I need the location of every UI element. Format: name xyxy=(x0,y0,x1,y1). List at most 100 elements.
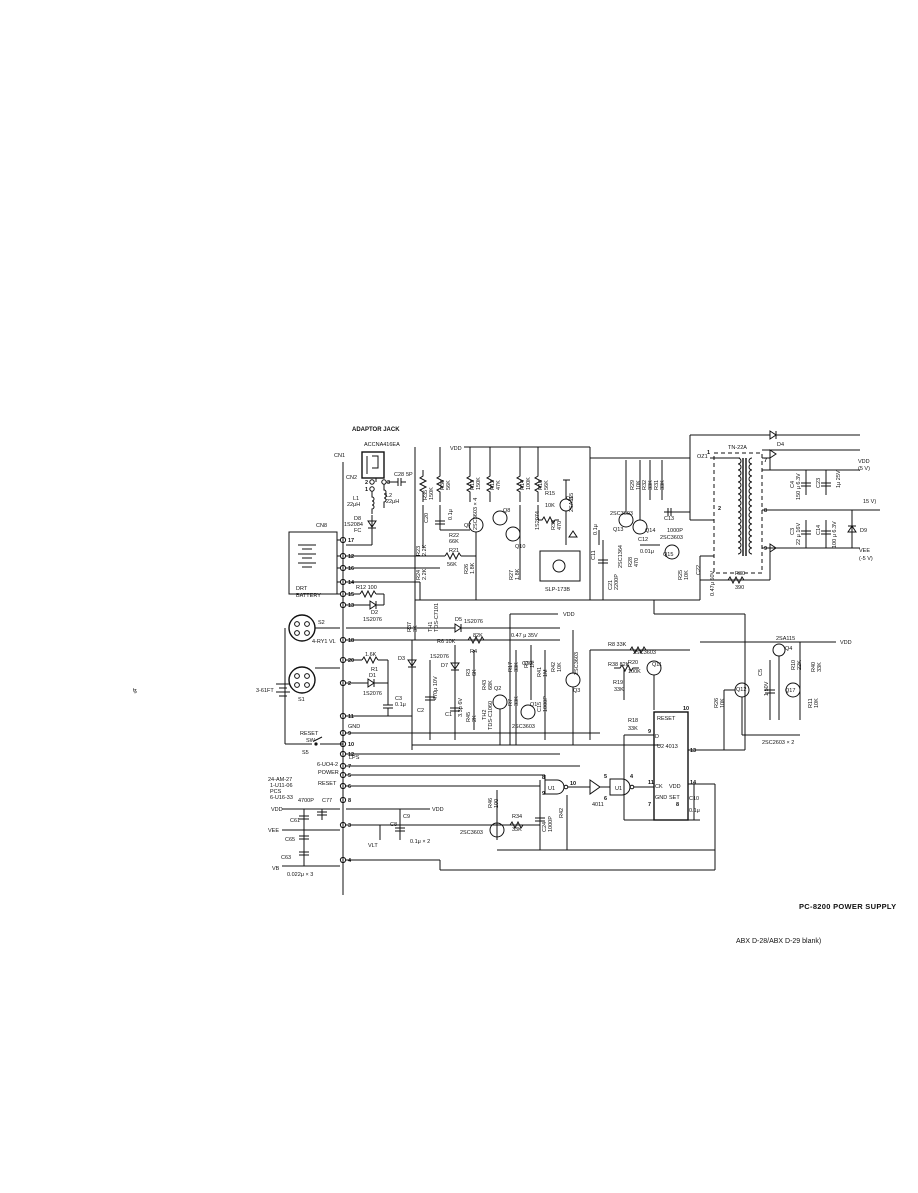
resistor-r12-d2: R12 100 D2 1S2076 xyxy=(346,585,385,623)
svg-text:BATTERY: BATTERY xyxy=(296,593,321,599)
svg-text:Q6: Q6 xyxy=(566,496,573,502)
svg-text:3: 3 xyxy=(387,480,390,486)
svg-text:33K: 33K xyxy=(514,662,520,672)
uo4-label: 6-UO4-2 xyxy=(317,762,338,768)
svg-text:3.3μ 6V: 3.3μ 6V xyxy=(458,698,464,717)
svg-text:C1: C1 xyxy=(445,712,452,718)
svg-text:8: 8 xyxy=(542,775,545,781)
svg-text:R17: R17 xyxy=(508,662,514,672)
cn1-pins: 17 12 16 14 15 13 18 20 2 11 9 10 12 7 5… xyxy=(339,536,355,864)
svg-text:D8: D8 xyxy=(354,516,361,522)
u1-4011: U1 U1 4011 8 9 10 5 6 4 xyxy=(346,753,654,808)
svg-text:D3: D3 xyxy=(398,656,405,662)
capacitor-c28: C28 5P xyxy=(386,472,413,486)
conn4-label: 6-U16-33 xyxy=(270,795,293,801)
svg-text:56K: 56K xyxy=(447,562,457,568)
svg-text:C4: C4 xyxy=(790,481,796,488)
svg-text:R35: R35 xyxy=(423,490,429,500)
svg-text:R12 100: R12 100 xyxy=(356,585,377,591)
svg-text:10K: 10K xyxy=(557,662,563,672)
svg-text:2SC3603: 2SC3603 xyxy=(460,830,483,836)
svg-text:4: 4 xyxy=(348,858,352,864)
r1-d1-c3: 1.6K R1 D1 1S2076 C3 0.1μ xyxy=(346,652,406,717)
svg-text:2SA115: 2SA115 xyxy=(776,636,795,642)
svg-text:22μH: 22μH xyxy=(347,502,360,508)
svg-text:VDD: VDD xyxy=(858,459,870,465)
svg-text:6: 6 xyxy=(604,796,607,802)
c77-value: 4700P xyxy=(298,798,314,804)
svg-text:56K: 56K xyxy=(544,480,550,490)
cn1-label: CN1 xyxy=(334,453,345,459)
svg-text:C5: C5 xyxy=(758,669,764,676)
svg-text:1S2076: 1S2076 xyxy=(363,691,382,697)
svg-text:C30: C30 xyxy=(522,661,532,667)
caps-note: 0.022μ × 3 xyxy=(287,872,313,878)
svg-text:R32: R32 xyxy=(642,480,648,490)
svg-text:22 μ 16V: 22 μ 16V xyxy=(796,523,802,545)
svg-text:RESET: RESET xyxy=(300,731,319,737)
svg-text:2.2K: 2.2K xyxy=(422,568,428,580)
svg-text:9: 9 xyxy=(764,546,767,552)
svg-text:1S2076: 1S2076 xyxy=(464,619,483,625)
svg-text:2: 2 xyxy=(718,506,721,512)
svg-text:VDD: VDD xyxy=(432,807,444,813)
svg-text:R16: R16 xyxy=(538,480,544,490)
conn3-label: PCS xyxy=(270,789,282,795)
reset-label: RESET xyxy=(318,781,337,787)
upper-regulator: R35 150K R36 56K R13 150K R12 47K R14 10… xyxy=(407,447,700,640)
reset-switch: RESET SW S5 xyxy=(284,700,343,756)
svg-text:Q13: Q13 xyxy=(613,527,623,533)
svg-text:C21: C21 xyxy=(608,580,614,590)
svg-text:1000P: 1000P xyxy=(548,816,554,832)
svg-text:D1: D1 xyxy=(369,673,376,679)
battery-wiring xyxy=(324,539,440,595)
svg-text:R6 10K: R6 10K xyxy=(437,639,456,645)
svg-text:7: 7 xyxy=(648,802,651,808)
svg-text:10K: 10K xyxy=(814,698,820,708)
svg-text:R40: R40 xyxy=(811,662,817,672)
svg-text:Q15: Q15 xyxy=(663,552,673,558)
svg-text:10K: 10K xyxy=(720,698,726,708)
page-footer: ABX D-28/ABX D-29 blank) xyxy=(736,938,821,945)
svg-text:Q12: Q12 xyxy=(736,687,746,693)
svg-text:82K: 82K xyxy=(473,633,483,639)
svg-text:33K: 33K xyxy=(614,687,624,693)
svg-text:100 μ 6.3V: 100 μ 6.3V xyxy=(832,521,838,548)
svg-text:2: 2 xyxy=(365,480,368,486)
svg-text:TDS-C7101: TDS-C7101 xyxy=(434,603,440,632)
svg-text:R27: R27 xyxy=(509,570,515,580)
svg-text:C9: C9 xyxy=(403,814,410,820)
svg-text:(-5 V): (-5 V) xyxy=(859,556,873,562)
gnd-label: GND xyxy=(348,724,360,730)
svg-text:1S2074: 1S2074 xyxy=(535,511,541,530)
svg-text:OZ1: OZ1 xyxy=(697,454,708,460)
svg-text:2: 2 xyxy=(348,681,351,687)
svg-text:33K: 33K xyxy=(660,480,666,490)
svg-text:C20: C20 xyxy=(424,513,430,523)
switch-s1: S1 xyxy=(288,666,340,703)
battery-block: DRT BATTERY xyxy=(288,531,338,599)
vee-left-label: VEE xyxy=(268,828,279,834)
svg-text:8: 8 xyxy=(348,798,351,804)
svg-text:10: 10 xyxy=(348,742,354,748)
svg-text:2200P: 2200P xyxy=(614,574,620,590)
svg-text:R38 82K: R38 82K xyxy=(608,662,630,668)
svg-text:3-61FT: 3-61FT xyxy=(256,688,274,694)
svg-text:1S2084: 1S2084 xyxy=(344,522,363,528)
svg-text:10K: 10K xyxy=(636,480,642,490)
svg-text:R26: R26 xyxy=(714,698,720,708)
diagram-title: PC-8200 POWER SUPPLY xyxy=(799,902,896,911)
svg-text:0.01μ: 0.01μ xyxy=(640,549,654,555)
q11-group: R38 82K R20 100K Q11 2SC3603 R19 33K xyxy=(608,650,662,710)
svg-text:1μ 25V: 1μ 25V xyxy=(836,470,842,488)
svg-text:1.8K: 1.8K xyxy=(515,568,521,580)
svg-text:C2: C2 xyxy=(417,708,424,714)
power-label: POWER xyxy=(318,770,339,776)
svg-text:R43: R43 xyxy=(482,680,488,690)
svg-text:150K: 150K xyxy=(476,477,482,490)
svg-text:U1: U1 xyxy=(615,786,622,792)
svg-text:R10: R10 xyxy=(791,660,797,670)
svg-text:R7: R7 xyxy=(508,699,514,706)
svg-text:47K: 47K xyxy=(496,480,502,490)
